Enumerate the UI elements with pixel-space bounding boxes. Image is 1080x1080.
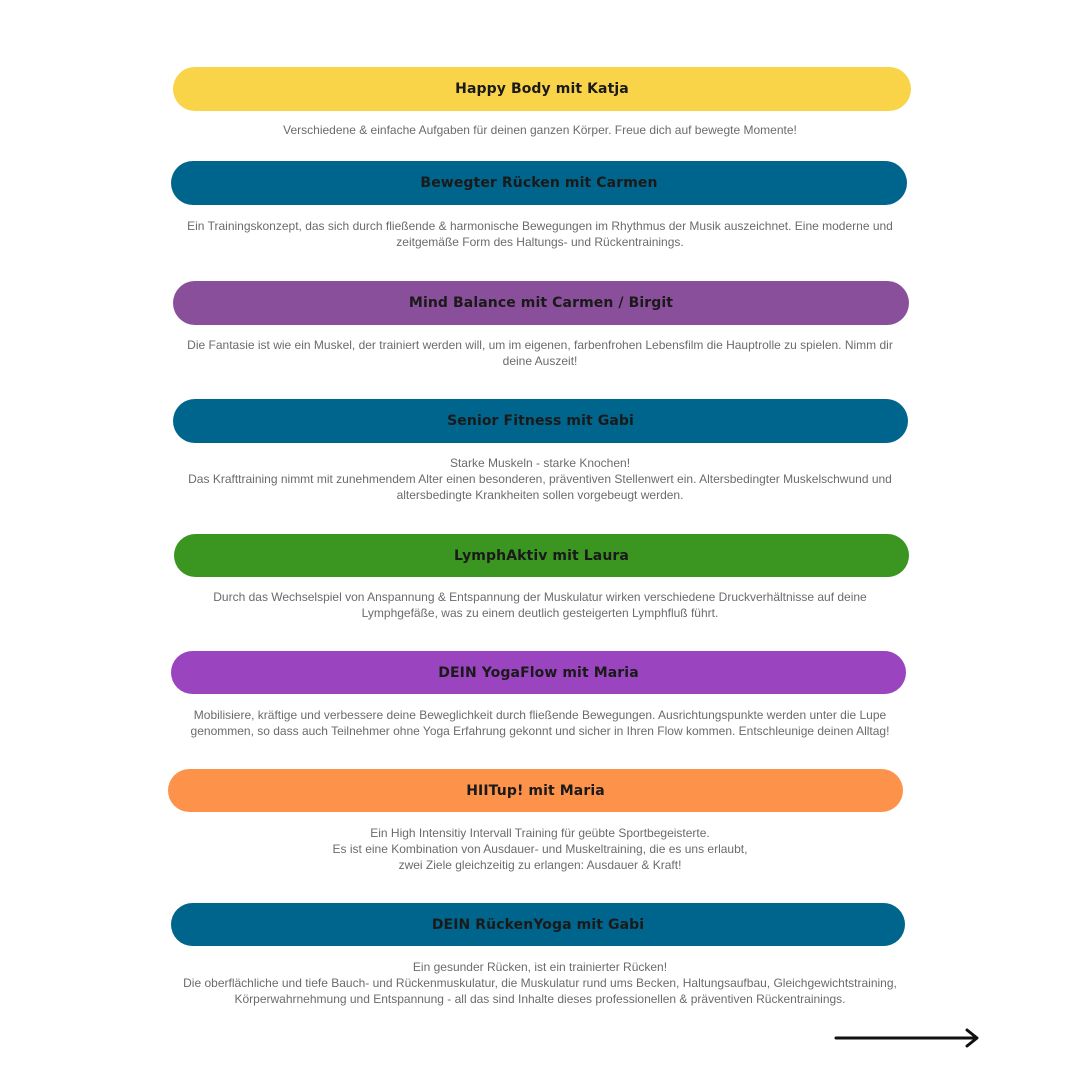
description-line: Verschiedene & einfache Aufgaben für dei… [283,123,797,137]
description-line: Das Krafttraining nimmt mit zunehmendem … [188,472,892,486]
course-pill-bewegter-ruecken[interactable]: Bewegter Rücken mit Carmen [171,161,907,205]
course-description-mind-balance: Die Fantasie ist wie ein Muskel, der tra… [180,337,900,369]
description-line: Es ist eine Kombination von Ausdauer- un… [332,842,748,856]
course-description-hiitup: Ein High Intensitiy Intervall Training f… [180,825,900,873]
description-line: deine Auszeit! [502,354,578,368]
course-pill-senior-fitness[interactable]: Senior Fitness mit Gabi [173,399,908,443]
description-line: Körperwahrnehmung und Entspannung - all … [234,992,846,1006]
course-pill-mind-balance[interactable]: Mind Balance mit Carmen / Birgit [173,281,909,325]
course-description-senior-fitness: Starke Muskeln - starke Knochen! Das Kra… [180,455,900,503]
description-line: zeitgemäße Form des Haltungs- und Rücken… [396,235,684,249]
course-description-rueckenyoga: Ein gesunder Rücken, ist ein trainierter… [180,959,900,1007]
course-pill-hiitup[interactable]: HIITup! mit Maria [168,769,903,812]
description-line: Ein gesunder Rücken, ist ein trainierter… [412,960,668,974]
description-line: zwei Ziele gleichzeitig zu erlangen: Aus… [398,858,682,872]
description-line: genommen, so dass auch Teilnehmer ohne Y… [190,724,890,738]
course-pill-rueckenyoga[interactable]: DEIN RückenYoga mit Gabi [171,903,905,946]
course-description-bewegter-ruecken: Ein Trainingskonzept, das sich durch fli… [180,218,900,250]
description-line: Lymphgefäße, was zu einem deutlich geste… [361,606,719,620]
course-pill-lymphaktiv[interactable]: LymphAktiv mit Laura [174,534,909,577]
course-description-yogaflow: Mobilisiere, kräftige und verbessere dei… [180,707,900,739]
description-line: Ein High Intensitiy Intervall Training f… [370,826,710,840]
description-line: Die Fantasie ist wie ein Muskel, der tra… [187,338,893,352]
description-line: Ein Trainingskonzept, das sich durch fli… [187,219,893,233]
course-pill-happy-body[interactable]: Happy Body mit Katja [173,67,911,111]
description-line: altersbedingte Krankheiten sollen vorgeb… [396,488,684,502]
description-line: Durch das Wechselspiel von Anspannung & … [213,590,867,604]
next-page-button[interactable] [834,1026,984,1052]
course-description-lymphaktiv: Durch das Wechselspiel von Anspannung & … [180,589,900,621]
course-description-happy-body: Verschiedene & einfache Aufgaben für dei… [180,122,900,138]
description-line: Starke Muskeln - starke Knochen! [449,456,631,470]
description-line: Die oberflächliche und tiefe Bauch- und … [183,976,897,990]
course-pill-yogaflow[interactable]: DEIN YogaFlow mit Maria [171,651,906,694]
description-line: Mobilisiere, kräftige und verbessere dei… [193,708,887,722]
arrow-right-icon [834,1028,979,1048]
